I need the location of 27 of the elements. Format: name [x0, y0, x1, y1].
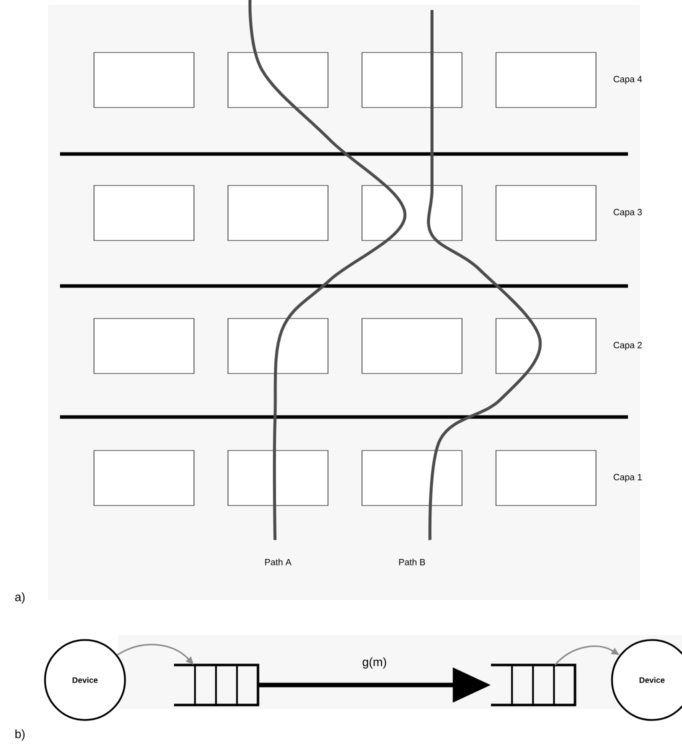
layer-label: Capa 3 — [614, 208, 642, 218]
box — [362, 52, 462, 108]
box — [362, 450, 462, 506]
layer-label: Capa 1 — [614, 474, 642, 482]
box — [496, 450, 596, 506]
box — [94, 185, 194, 241]
box — [94, 318, 194, 374]
layer-label: Capa 4 — [614, 76, 642, 84]
box — [94, 52, 194, 108]
box — [94, 450, 194, 506]
box — [496, 185, 596, 241]
box — [228, 318, 328, 374]
box — [362, 318, 462, 374]
edge-label: g(m) — [362, 657, 386, 669]
box — [228, 52, 328, 108]
queue-symbol — [174, 664, 260, 706]
box — [228, 185, 328, 241]
panel-label: a) — [15, 592, 25, 604]
queue-symbol — [491, 664, 576, 706]
path-label: Path A — [265, 558, 292, 566]
box — [496, 318, 596, 374]
layer-label: Capa 2 — [614, 342, 642, 350]
box — [496, 52, 596, 108]
box — [362, 185, 462, 241]
box — [228, 450, 328, 506]
panel-label: b) — [15, 729, 25, 741]
path-label: Path B — [399, 558, 426, 566]
